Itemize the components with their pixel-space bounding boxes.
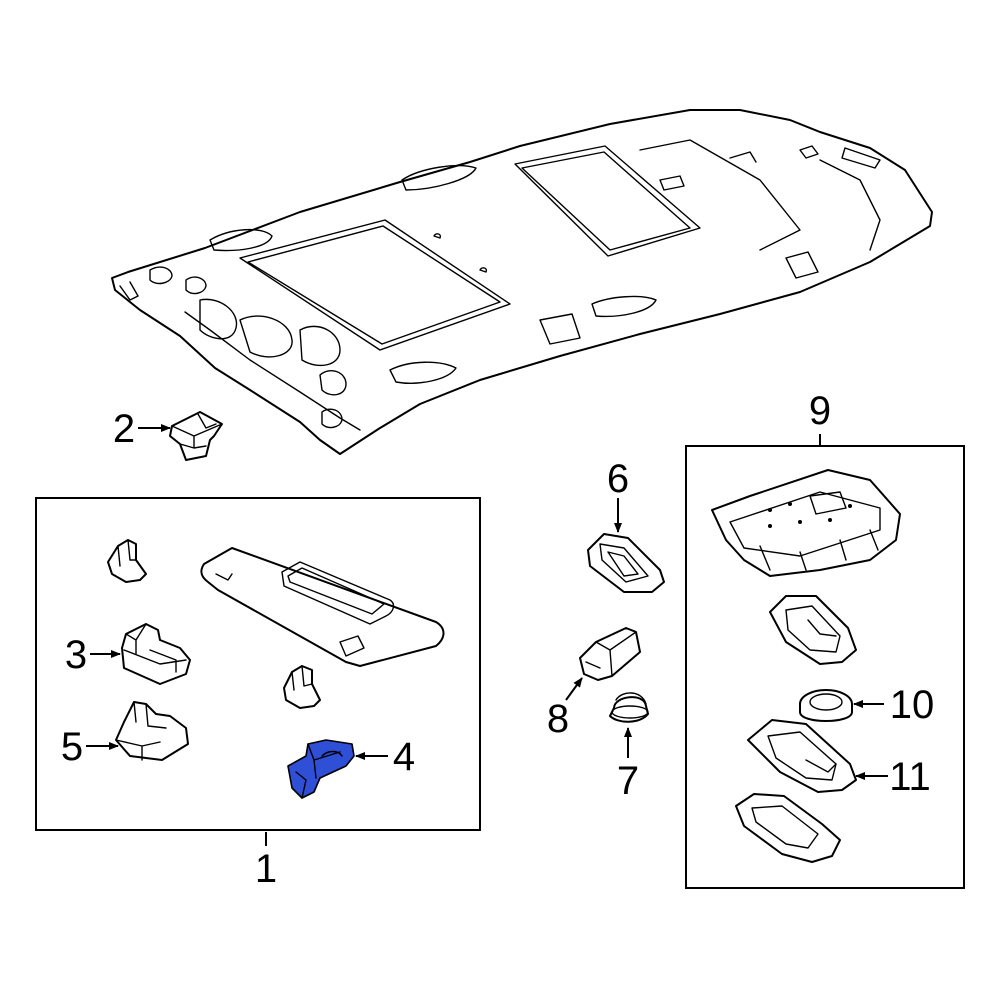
callout-7: 7 [617, 759, 639, 803]
part-5-bracket [115, 701, 189, 761]
lamp-lens [769, 595, 857, 665]
callout-2: 2 [113, 407, 135, 451]
callout-10: 10 [890, 683, 935, 727]
callout-8: 8 [547, 697, 569, 741]
part-8-connector [579, 627, 641, 681]
group-box-1 [35, 497, 481, 831]
headliner-assembly [111, 109, 933, 455]
callout-11: 11 [889, 755, 931, 799]
part-10-bulb-socket [799, 689, 853, 722]
lamp-cover [735, 793, 841, 863]
callout-6: 6 [607, 457, 629, 501]
leader-lines [86, 424, 888, 846]
part-6-lamp-housing [587, 533, 665, 593]
callout-4: 4 [393, 735, 415, 779]
part-2-clip [169, 411, 223, 461]
visor-clip-upper-left [107, 539, 147, 583]
part-7-grommet [609, 692, 649, 723]
group-box-9 [685, 445, 965, 889]
callout-3: 3 [65, 633, 87, 677]
visor-clip-middle [283, 665, 321, 709]
overhead-console [711, 469, 901, 577]
callout-9: 9 [809, 389, 831, 433]
part-11-lamp-lens [747, 719, 857, 793]
callout-5: 5 [61, 725, 83, 769]
sun-visor [200, 547, 445, 667]
part-3-bracket [121, 623, 191, 685]
callout-1: 1 [255, 847, 277, 891]
callout-labels: 1 2 3 4 5 6 7 8 9 10 11 [61, 389, 934, 891]
part-4-visor-holder [287, 739, 355, 799]
